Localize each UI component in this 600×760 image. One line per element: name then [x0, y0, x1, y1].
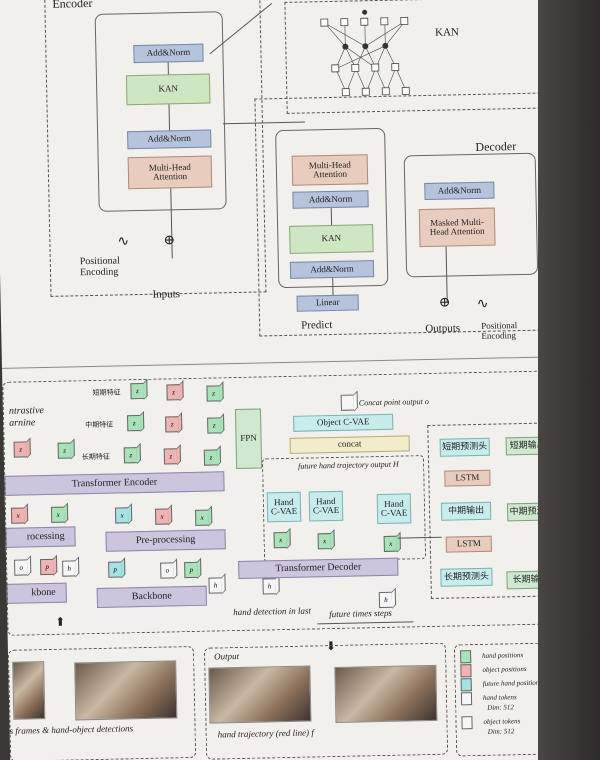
- future-steps-label: future times steps: [329, 607, 392, 620]
- legend-item: Dim: 512: [487, 703, 514, 712]
- object-cvae: Object C-VAE: [293, 413, 394, 432]
- mid-term-output-left: 中期输出: [440, 501, 492, 521]
- decoder-linear: Linear: [296, 294, 359, 312]
- concat-output-cube: [340, 394, 355, 411]
- output-frame-photo: [334, 664, 438, 724]
- decoder-masked-add-norm: Add&Norm: [424, 181, 495, 201]
- legend-swatch-cyan: [460, 678, 472, 692]
- input-frame-photo: [74, 660, 178, 721]
- encoder-add-norm-bottom: Add&Norm: [127, 129, 212, 150]
- lstm-2: LSTM: [445, 535, 492, 553]
- decoder-positional-encoding: Positional Encoding: [481, 320, 518, 341]
- legend-item: object positions: [482, 664, 527, 674]
- legend-item: hand positions: [482, 651, 524, 660]
- decoder-wave-icon: ∿: [476, 296, 489, 312]
- long-term-head: 长期预测头: [440, 567, 493, 587]
- decoder-add-circle: ⊕: [438, 295, 451, 311]
- decoder-masked-mha: Masked Multi-Head Attention: [418, 207, 496, 248]
- legend-item: object tokens: [483, 717, 521, 726]
- kan-network-graph: [320, 9, 410, 97]
- transformer-decoder: Transformer Decoder: [238, 557, 399, 580]
- legend-swatch-white: [460, 692, 473, 706]
- decoder-predict: Predict: [301, 318, 333, 332]
- future-hand-cube: x: [383, 535, 398, 552]
- decoder-outputs: Outputs: [425, 322, 461, 336]
- output-frame-photo: [208, 665, 312, 724]
- decoder-kan: KAN: [289, 224, 374, 254]
- encoder-inputs: Inputs: [152, 288, 181, 301]
- encoder-wave-icon: ∿: [117, 234, 130, 250]
- up-arrow-icon: ⬆: [55, 614, 66, 629]
- concat-point-output-label: Concat point output o: [358, 396, 429, 408]
- decoder-add-norm-2: Add&Norm: [289, 260, 375, 279]
- encoder-add-circle: ⊕: [163, 233, 176, 249]
- legend-item: Dim: 512: [487, 727, 515, 736]
- short-term-head: 短期预测头: [439, 437, 490, 457]
- kan-panel-title: KAN: [434, 26, 460, 39]
- input-frame-photo: [12, 661, 46, 720]
- encoder-add-norm-top: Add&Norm: [133, 43, 204, 64]
- encoder-multi-head-attention: Multi-Head Attention: [127, 155, 213, 190]
- legend-item: future hand positions: [482, 678, 543, 688]
- legend-swatch-white: [461, 716, 473, 730]
- output-caption: hand trajectory (red line) f: [217, 727, 314, 740]
- hand-cvae-1: Hand C-VAE: [266, 491, 302, 523]
- output-title: Output: [213, 651, 240, 662]
- encoder-kan: KAN: [125, 73, 211, 106]
- future-hand-cube: x: [273, 531, 288, 549]
- device-bezel: [538, 0, 600, 760]
- future-hand-cube: x: [317, 533, 332, 550]
- hand-detection-label: hand detection in last: [233, 605, 312, 618]
- concat-block: concat: [289, 435, 410, 454]
- section-divider: [2, 356, 560, 369]
- decoder-multi-head-attention: Multi-Head Attention: [291, 154, 369, 186]
- hand-cvae-3: Hand C-VAE: [376, 493, 412, 525]
- encoder-link-line: [167, 62, 169, 75]
- lstm-1: LSTM: [444, 469, 491, 487]
- diagram-page: Encoder Add&Norm KAN Add&Norm Multi-Head…: [0, 0, 568, 760]
- hand-cvae-2: Hand C-VAE: [308, 490, 344, 522]
- legend-item: hand tokens: [482, 693, 517, 702]
- legend-swatch-pink: [460, 664, 472, 678]
- legend-swatch-green: [460, 650, 472, 664]
- encoder-title: Encoder: [52, 0, 93, 11]
- decoder-add-norm-1: Add&Norm: [292, 190, 369, 209]
- encoder-positional-encoding: Positional Encoding: [79, 255, 120, 279]
